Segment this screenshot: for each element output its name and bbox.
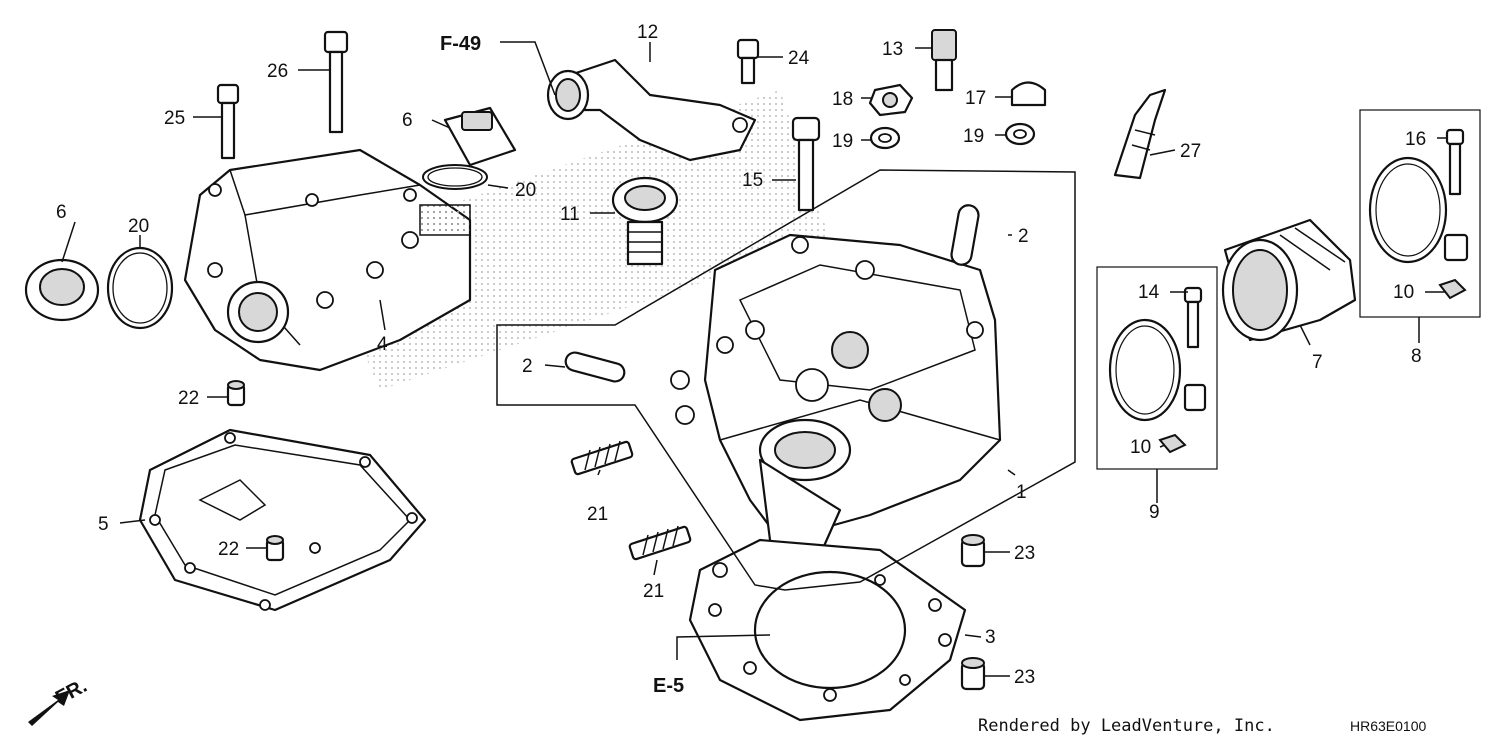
washer-part bbox=[869, 126, 901, 150]
o-ring-part bbox=[422, 164, 488, 190]
dowel-part bbox=[960, 657, 986, 691]
callout-label: 22 bbox=[178, 388, 199, 409]
credit-text: Rendered by LeadVenture, Inc. bbox=[978, 716, 1275, 736]
callout-label: 4 bbox=[377, 334, 388, 355]
thermostat-part bbox=[611, 176, 679, 266]
callout-label: 16 bbox=[1405, 129, 1426, 150]
stud-bolt-part bbox=[570, 440, 634, 476]
spark-plug-part bbox=[1113, 88, 1167, 180]
honda-watermark bbox=[320, 90, 830, 390]
bolt-part bbox=[323, 30, 349, 134]
callout-label: 18 bbox=[832, 89, 853, 110]
bolt-part bbox=[736, 38, 760, 85]
callout-label: 26 bbox=[267, 61, 288, 82]
dowel-part bbox=[960, 534, 986, 568]
stud-bolt-part bbox=[628, 525, 692, 561]
cap-nut-part bbox=[868, 83, 914, 117]
temperature-sensor-part bbox=[931, 29, 957, 92]
callout-labels: 1 2 2 3 4 5 6 6 7 8 9 10 10 11 12 13 14 … bbox=[56, 22, 1426, 688]
reference-label-lower: E-5 bbox=[653, 675, 684, 697]
callout-label: 13 bbox=[882, 39, 903, 60]
clamp-kit-box-part bbox=[1096, 266, 1218, 470]
washer-part bbox=[1004, 122, 1036, 146]
callout-label: 17 bbox=[965, 88, 986, 109]
callout-label: 21 bbox=[587, 504, 608, 525]
leader-lines bbox=[61, 41, 1447, 677]
callout-label: 23 bbox=[1014, 667, 1035, 688]
callout-label: 21 bbox=[643, 581, 664, 602]
cap-nut-part bbox=[1010, 81, 1047, 107]
callout-label: 6 bbox=[56, 202, 67, 223]
callout-label: 14 bbox=[1138, 282, 1160, 303]
head-cover-part bbox=[183, 148, 472, 372]
reference-label-upper: F-49 bbox=[440, 33, 481, 55]
callout-label: 11 bbox=[560, 204, 580, 225]
callout-label: 7 bbox=[1312, 352, 1323, 373]
oil-filler-cap-part bbox=[443, 106, 517, 167]
clamp-kit-box-part bbox=[1359, 109, 1481, 318]
callout-label: 6 bbox=[402, 110, 413, 131]
callout-label: 27 bbox=[1180, 141, 1201, 162]
dowel-pin-part bbox=[564, 351, 626, 383]
cylinder-head-part bbox=[670, 233, 1002, 576]
callout-label: 20 bbox=[515, 180, 536, 201]
callout-label: 10 bbox=[1130, 437, 1151, 458]
oil-filler-cap-part bbox=[24, 258, 100, 322]
callout-label: 24 bbox=[788, 48, 810, 69]
dowel-part bbox=[226, 380, 246, 407]
callout-label: 22 bbox=[218, 539, 239, 560]
front-direction-label: FR. bbox=[52, 675, 91, 710]
diagram-code: HR63E0100 bbox=[1350, 718, 1426, 734]
assembly-boundary bbox=[496, 169, 1076, 591]
cylinder-head-gasket-part bbox=[688, 538, 967, 722]
callout-label: 10 bbox=[1393, 282, 1414, 303]
thermostat-cover-part bbox=[546, 58, 757, 162]
o-ring-part bbox=[106, 246, 174, 330]
callout-label: 5 bbox=[98, 514, 109, 535]
callout-label: 20 bbox=[128, 216, 149, 237]
bolt-part bbox=[791, 116, 821, 212]
callout-label: 15 bbox=[742, 170, 763, 191]
callout-label: 12 bbox=[637, 22, 658, 43]
callout-label: 8 bbox=[1411, 346, 1422, 367]
callout-label: 1 bbox=[1016, 482, 1027, 503]
carburetor-insulator-part bbox=[1221, 218, 1357, 342]
callout-label: 3 bbox=[985, 627, 996, 648]
callout-label: 2 bbox=[1018, 226, 1029, 247]
dowel-pin-part bbox=[950, 204, 980, 266]
callout-label: 19 bbox=[832, 131, 853, 152]
callout-label: 25 bbox=[164, 108, 185, 129]
head-cover-gasket-part bbox=[138, 428, 427, 612]
callout-label: 2 bbox=[522, 356, 533, 377]
callout-label: 19 bbox=[963, 126, 984, 147]
callout-label: 23 bbox=[1014, 543, 1035, 564]
callout-label: 9 bbox=[1149, 502, 1160, 523]
front-direction-arrow-icon bbox=[28, 690, 70, 726]
bolt-part bbox=[216, 83, 240, 160]
dowel-part bbox=[265, 535, 285, 562]
